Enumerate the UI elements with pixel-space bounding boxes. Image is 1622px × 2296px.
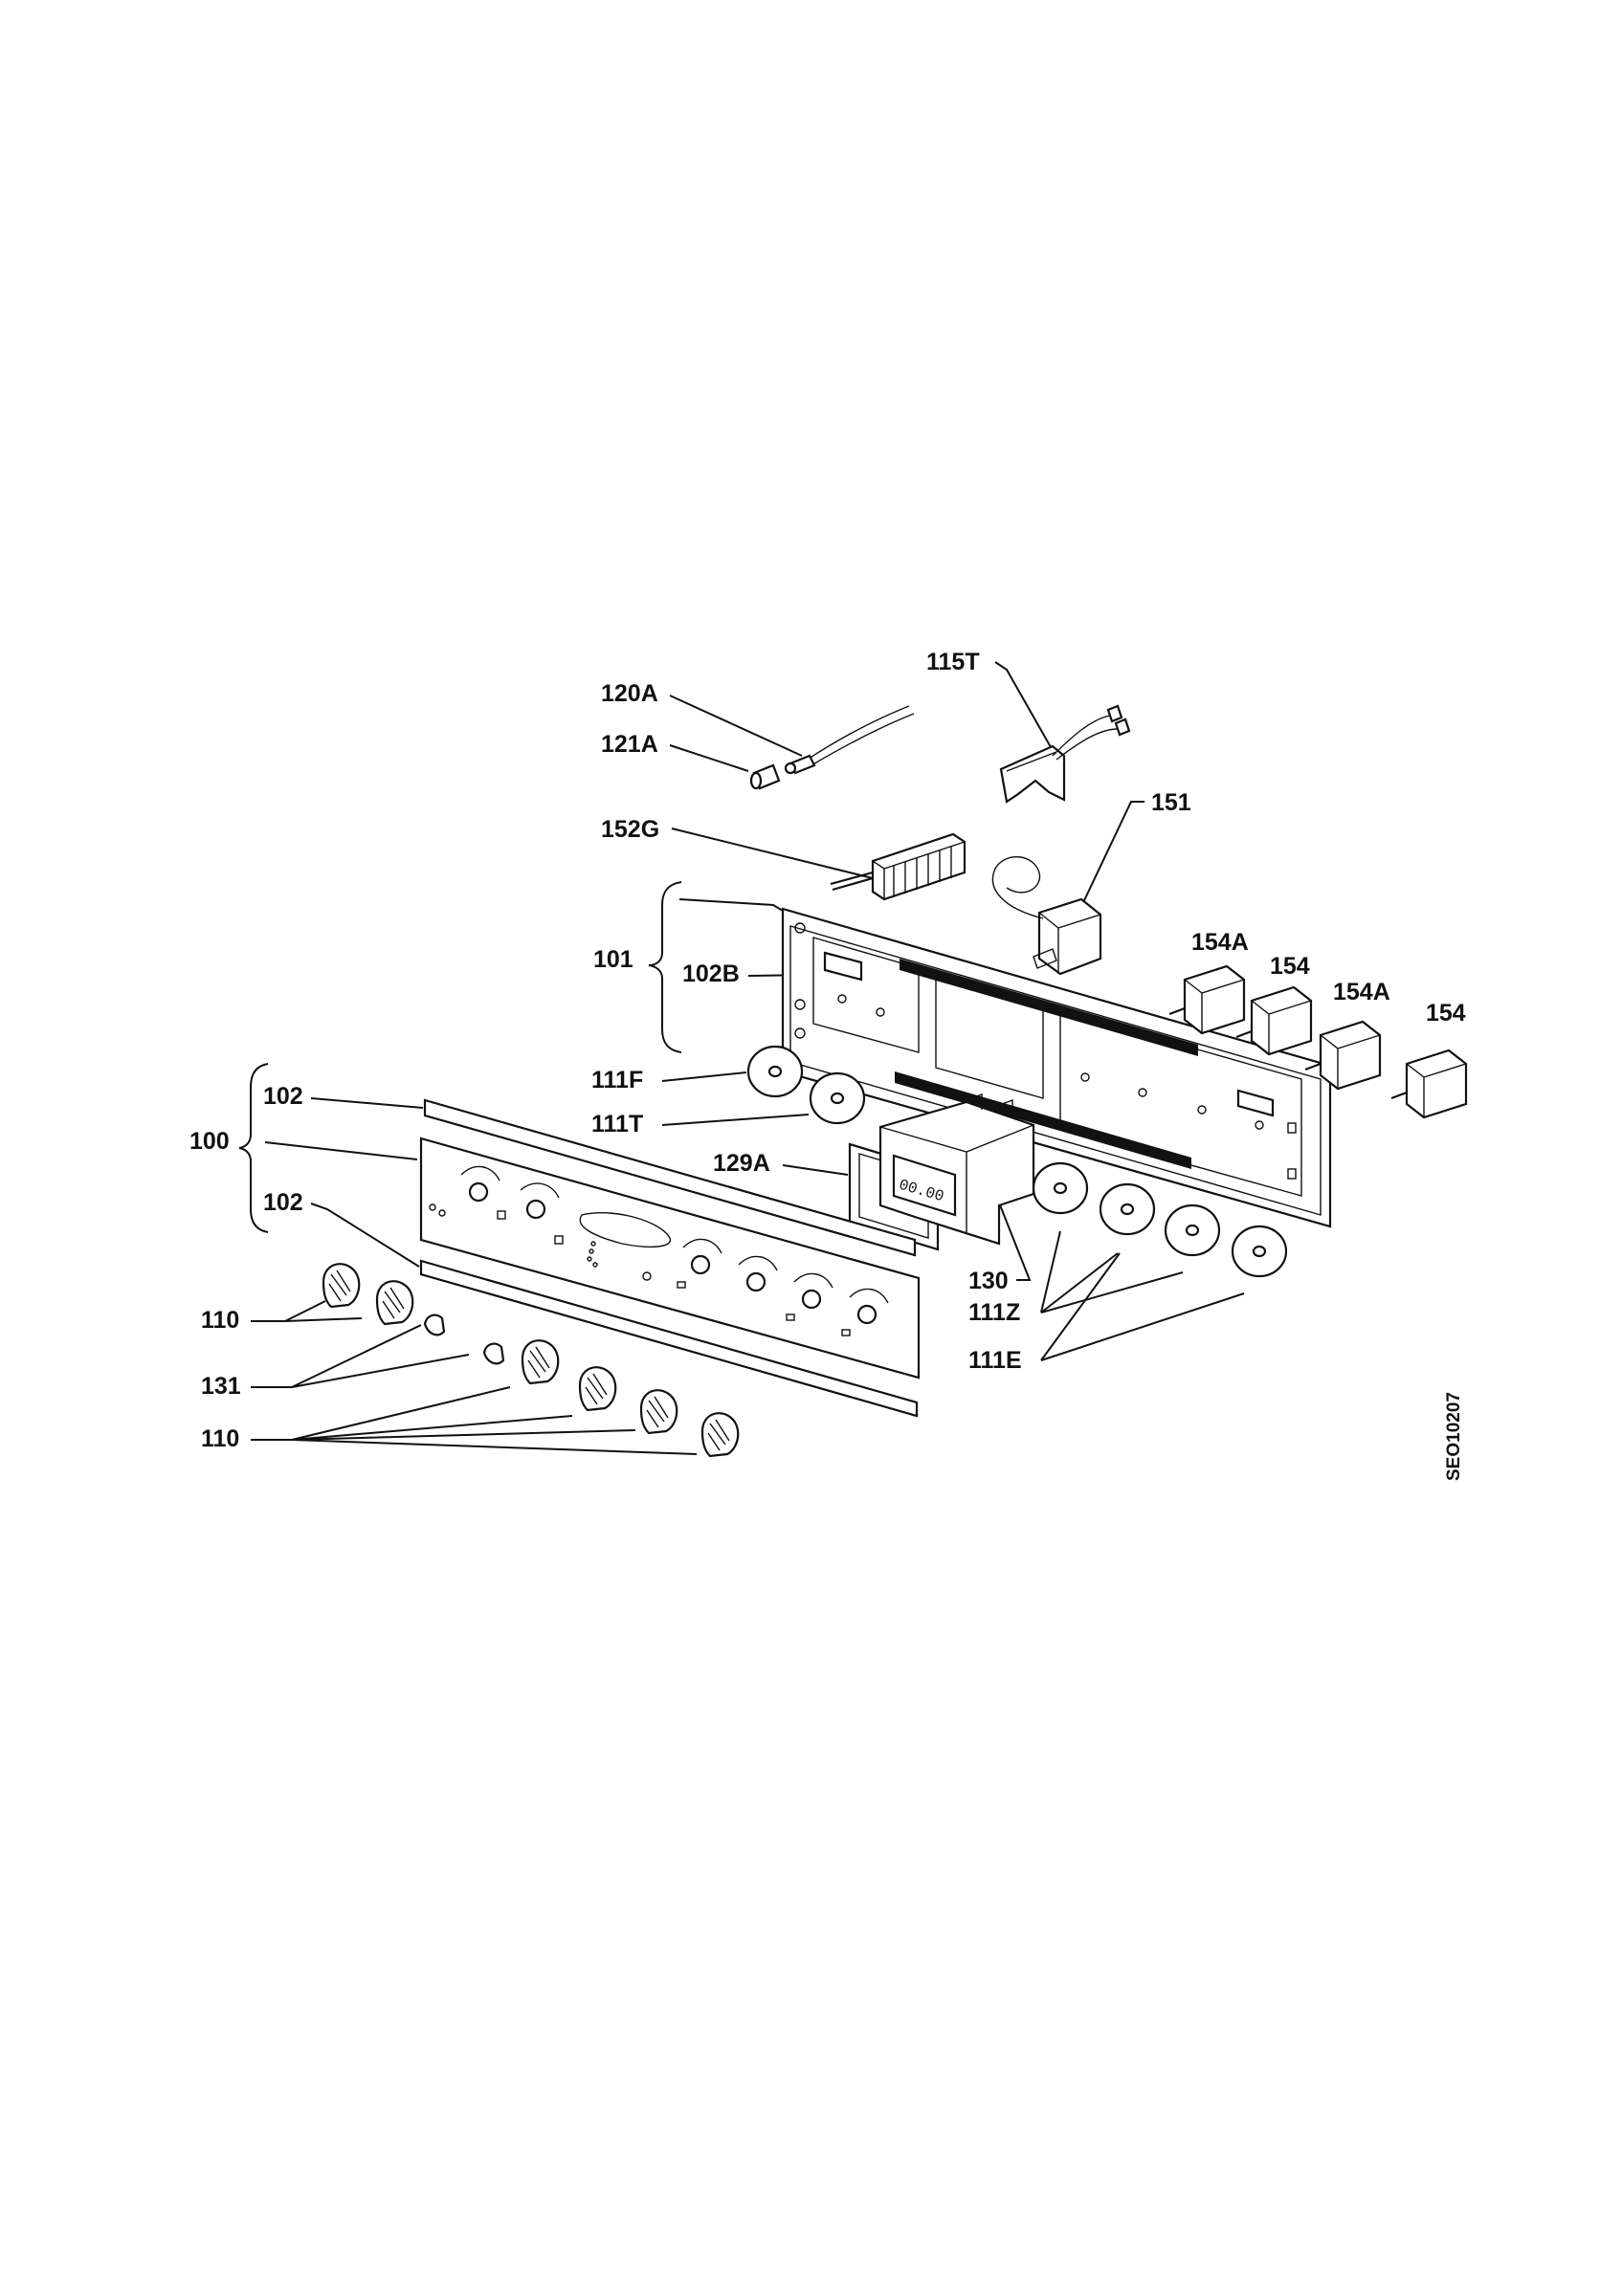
washer-111T — [809, 1071, 866, 1125]
washer-111Z-second — [1099, 1182, 1156, 1236]
washer-111E-first — [1164, 1203, 1221, 1257]
label-154-first: 154 — [1270, 953, 1310, 980]
label-154-second: 154 — [1426, 1000, 1466, 1027]
lamp-holder-121A — [749, 763, 781, 790]
thermostat-115T — [999, 704, 1131, 804]
knob-cap-131-b — [482, 1342, 505, 1365]
back-panel-101 — [781, 907, 1332, 1228]
washer-111E-second — [1231, 1225, 1288, 1278]
trim-strip-102-top — [423, 1098, 917, 1257]
label-121A: 121A — [601, 731, 658, 758]
brace-100 — [238, 1063, 269, 1233]
label-102-bottom: 102 — [263, 1189, 303, 1216]
knob-110-c — [521, 1339, 560, 1385]
knob-cap-131-a — [423, 1314, 446, 1336]
label-154A-second: 154A — [1333, 979, 1390, 1005]
label-111F: 111F — [591, 1067, 643, 1093]
label-111E: 111E — [968, 1347, 1022, 1374]
thermostat-151 — [991, 855, 1102, 976]
energy-regulator-154-first — [1235, 985, 1313, 1056]
washer-111Z-first — [1032, 1161, 1089, 1215]
label-130: 130 — [968, 1268, 1009, 1294]
knob-110-e — [639, 1389, 678, 1435]
lamp-120A — [784, 705, 915, 775]
label-101: 101 — [593, 946, 633, 973]
leader-lines — [251, 661, 1245, 1455]
label-120A: 120A — [601, 680, 658, 707]
label-100: 100 — [189, 1128, 230, 1155]
label-151: 151 — [1151, 789, 1191, 816]
front-control-panel-100 — [419, 1137, 921, 1380]
label-102-top: 102 — [263, 1083, 303, 1110]
label-131: 131 — [201, 1373, 241, 1400]
brace-101 — [648, 881, 682, 1053]
label-129A: 129A — [713, 1150, 770, 1177]
knob-110-a — [322, 1263, 361, 1309]
label-152G: 152G — [601, 816, 659, 843]
timer-module-130: 00.00 — [878, 1093, 1035, 1246]
label-110-top: 110 — [201, 1307, 239, 1334]
sealing-strip-102B-upper — [900, 959, 1198, 1056]
selector-switch-152G — [830, 832, 967, 901]
label-102B: 102B — [682, 960, 740, 987]
energy-regulator-154A-first — [1168, 964, 1246, 1035]
label-110-bottom: 110 — [201, 1425, 239, 1452]
trim-strip-102-bottom — [419, 1259, 919, 1418]
label-154A-first: 154A — [1191, 929, 1249, 956]
washer-111F — [746, 1045, 804, 1098]
label-111Z: 111Z — [968, 1299, 1020, 1326]
energy-regulator-154-second — [1390, 1049, 1468, 1119]
energy-regulator-154A-second — [1304, 1020, 1382, 1091]
label-115T: 115T — [926, 649, 980, 675]
drawing-code: SEO10207 — [1444, 1392, 1464, 1481]
knob-110-d — [578, 1366, 617, 1412]
sealing-strip-lower — [895, 1071, 1191, 1169]
label-111T: 111T — [591, 1111, 643, 1137]
knob-110-f — [700, 1412, 740, 1458]
knob-110-b — [375, 1280, 414, 1326]
